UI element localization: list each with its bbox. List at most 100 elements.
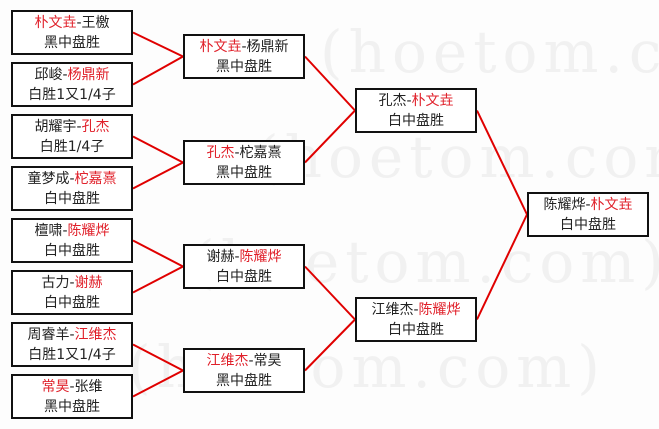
match-result: 白中盘胜 — [388, 322, 444, 338]
match-box-round3-2: 江维杰-陈耀烨白中盘胜 — [355, 297, 477, 342]
player-white: 陈耀烨 — [418, 302, 461, 318]
player-black: 常昊 — [41, 379, 70, 395]
match-box-round1-3: 胡耀宇-孔杰白胜1/4子 — [11, 114, 133, 159]
bracket-connector — [476, 110, 528, 215]
match-players: 常昊-张维 — [13, 377, 131, 397]
separator: - — [585, 197, 591, 213]
match-box-round3-1: 孔杰-朴文垚白中盘胜 — [355, 88, 477, 133]
separator: - — [76, 15, 82, 31]
player-white: 常昊 — [253, 353, 282, 369]
player-white: 朴文垚 — [411, 93, 454, 109]
separator: - — [241, 39, 247, 55]
match-players: 朴文垚-王檄 — [13, 13, 131, 33]
player-white: 王檄 — [81, 15, 110, 31]
player-white: 杨鼎新 — [67, 67, 110, 83]
match-result: 黑中盘胜 — [216, 373, 272, 389]
bracket-connector — [304, 318, 356, 372]
player-white: 孔杰 — [81, 119, 110, 135]
match-result: 白中盘胜 — [560, 217, 616, 233]
bracket-connector — [132, 31, 184, 58]
watermark: (hoetom.com) — [256, 123, 659, 191]
watermark: (hoetom.com) — [320, 18, 659, 86]
separator: - — [248, 353, 254, 369]
match-players: 江维杰-常昊 — [185, 351, 303, 371]
match-box-round1-7: 周睿羊-江维杰白胜1又1/4子 — [11, 322, 133, 367]
player-white: 陈耀烨 — [67, 223, 110, 239]
player-black: 檀啸 — [34, 223, 63, 239]
match-players: 古力-谢赫 — [13, 273, 131, 293]
player-white: 杨鼎新 — [246, 39, 289, 55]
separator: - — [234, 145, 240, 161]
separator: - — [234, 249, 240, 265]
bracket-connector — [304, 55, 356, 112]
match-players: 胡耀宇-孔杰 — [13, 117, 131, 137]
match-box-round1-6: 古力-谢赫白中盘胜 — [11, 270, 133, 315]
bracket-connector — [132, 135, 184, 164]
separator: - — [413, 302, 419, 318]
player-white: 柁嘉熹 — [74, 171, 117, 187]
bracket-connector — [132, 369, 184, 398]
player-black: 陈耀烨 — [543, 197, 586, 213]
bracket-connector — [132, 55, 184, 86]
match-result: 白中盘胜 — [388, 113, 444, 129]
player-white: 朴文垚 — [590, 197, 633, 213]
match-box-round4-1: 陈耀烨-朴文垚白中盘胜 — [527, 192, 649, 237]
match-players: 邱峻-杨鼎新 — [13, 65, 131, 85]
match-players: 周睿羊-江维杰 — [13, 325, 131, 345]
match-box-round2-1: 朴文垚-杨鼎新黑中盘胜 — [183, 34, 305, 79]
bracket-connector — [132, 239, 184, 268]
separator: - — [69, 379, 75, 395]
player-black: 童梦成 — [27, 171, 70, 187]
match-result: 黑中盘胜 — [216, 59, 272, 75]
separator: - — [62, 67, 68, 83]
match-box-round1-5: 檀啸-陈耀烨白中盘胜 — [11, 218, 133, 263]
match-players: 孔杰-柁嘉熹 — [185, 143, 303, 163]
separator: - — [76, 119, 82, 135]
match-box-round2-3: 谢赫-陈耀烨白中盘胜 — [183, 244, 305, 289]
separator: - — [62, 223, 68, 239]
match-players: 孔杰-朴文垚 — [357, 91, 475, 111]
separator: - — [69, 171, 75, 187]
match-result: 黑中盘胜 — [216, 165, 272, 181]
player-black: 孔杰 — [378, 93, 407, 109]
player-white: 陈耀烨 — [239, 249, 282, 265]
match-result: 白中盘胜 — [44, 295, 100, 311]
match-box-round1-4: 童梦成-柁嘉熹白中盘胜 — [11, 166, 133, 211]
player-black: 江维杰 — [371, 302, 414, 318]
match-players: 陈耀烨-朴文垚 — [529, 195, 647, 215]
player-black: 邱峻 — [34, 67, 63, 83]
player-white: 张维 — [74, 379, 103, 395]
bracket-connector — [132, 161, 184, 190]
match-box-round2-4: 江维杰-常昊黑中盘胜 — [183, 348, 305, 393]
match-result: 白中盘胜 — [44, 243, 100, 259]
match-result: 黑中盘胜 — [44, 399, 100, 415]
match-result: 白中盘胜 — [216, 269, 272, 285]
player-black: 周睿羊 — [27, 327, 70, 343]
match-players: 檀啸-陈耀烨 — [13, 221, 131, 241]
match-players: 谢赫-陈耀烨 — [185, 247, 303, 267]
match-box-round1-8: 常昊-张维黑中盘胜 — [11, 374, 133, 419]
player-black: 胡耀宇 — [34, 119, 77, 135]
bracket-connector — [304, 109, 356, 164]
player-white: 谢赫 — [74, 275, 103, 291]
player-black: 江维杰 — [206, 353, 249, 369]
player-white: 柁嘉熹 — [239, 145, 282, 161]
player-white: 江维杰 — [74, 327, 117, 343]
player-black: 朴文垚 — [199, 39, 242, 55]
match-result: 黑中盘胜 — [44, 35, 100, 51]
match-box-round1-2: 邱峻-杨鼎新白胜1又1/4子 — [11, 62, 133, 107]
separator: - — [406, 93, 412, 109]
player-black: 孔杰 — [206, 145, 235, 161]
separator: - — [69, 275, 75, 291]
bracket-connector — [304, 265, 356, 321]
player-black: 古力 — [41, 275, 70, 291]
match-result: 白胜1又1/4子 — [28, 347, 116, 363]
match-box-round1-1: 朴文垚-王檄黑中盘胜 — [11, 10, 133, 55]
match-result: 白胜1/4子 — [39, 139, 105, 155]
player-black: 朴文垚 — [34, 15, 77, 31]
match-players: 江维杰-陈耀烨 — [357, 300, 475, 320]
match-box-round2-2: 孔杰-柁嘉熹黑中盘胜 — [183, 140, 305, 185]
match-result: 白胜1又1/4子 — [28, 87, 116, 103]
